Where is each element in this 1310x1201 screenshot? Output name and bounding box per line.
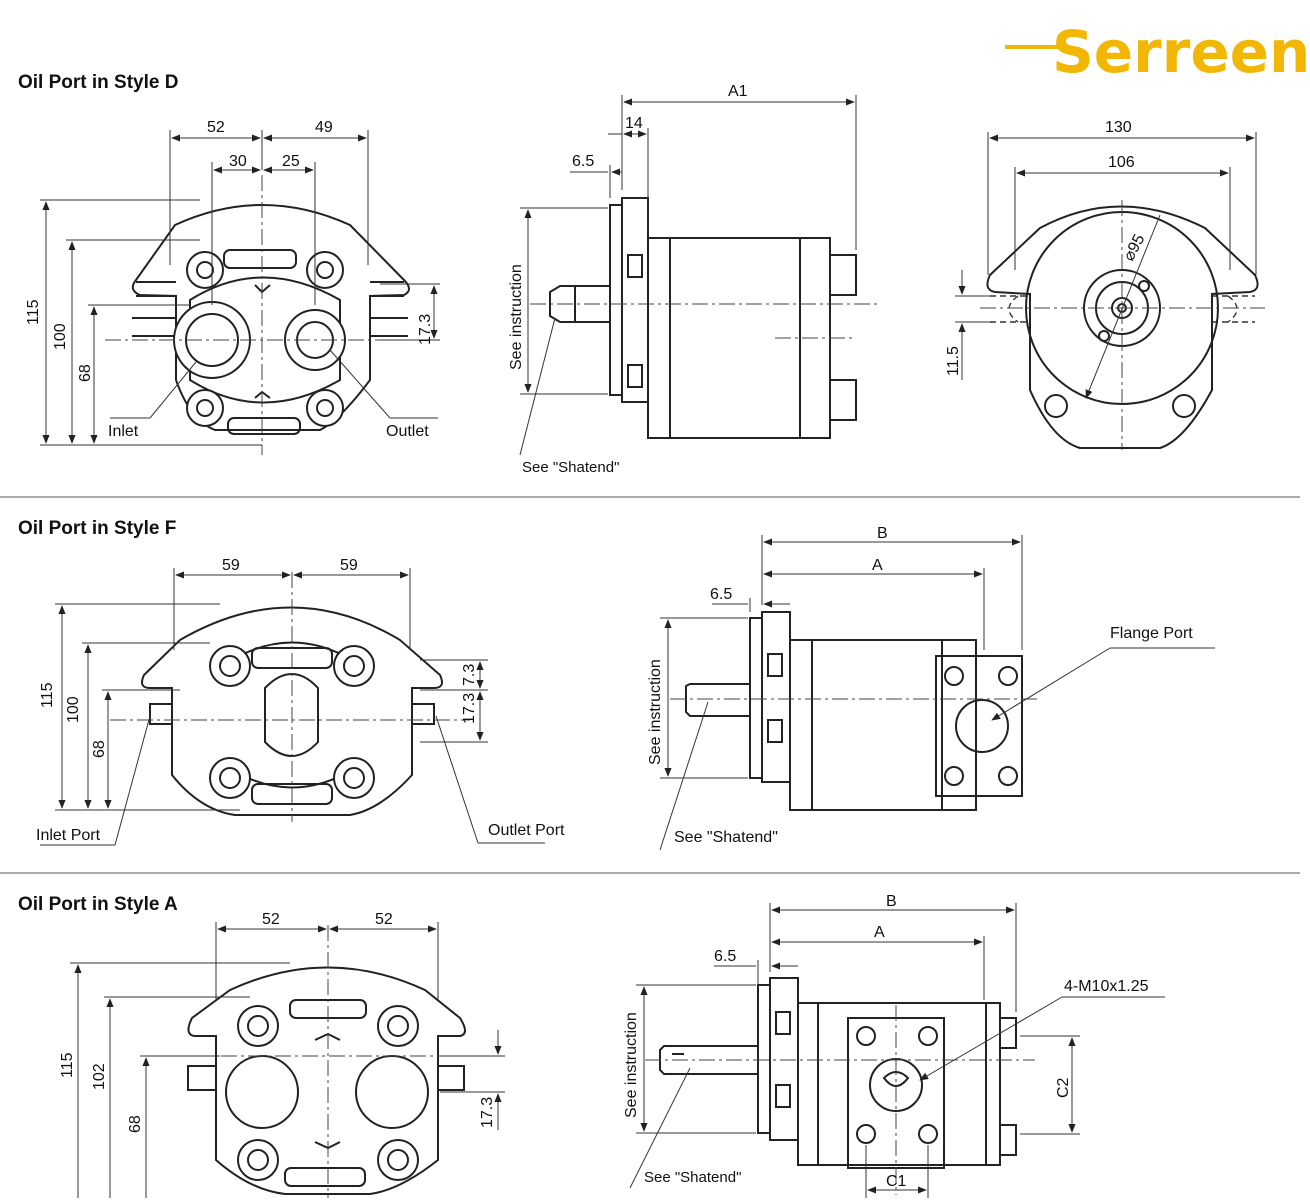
dim-label: 68 [91, 740, 108, 758]
dim-label: 52 [375, 911, 393, 928]
section-title-f: Oil Port in Style F [18, 518, 176, 539]
style-a-front-view: 52 52 115 102 68 17.3 [59, 911, 505, 1198]
see-instruction-label: See instruction [623, 1012, 640, 1118]
dim-label: 25 [282, 153, 300, 170]
dim-label: 59 [340, 557, 358, 574]
style-f-side-view: B A 6.5 See instruction See "Shatend" Fl… [647, 525, 1215, 851]
dim-label: 11.5 [945, 346, 962, 376]
dim-label: 59 [222, 557, 240, 574]
section-title-d: Oil Port in Style D [18, 72, 178, 93]
dim-label: 100 [52, 323, 69, 350]
dim-label: A1 [728, 83, 748, 100]
dim-label: C2 [1055, 1077, 1072, 1098]
flange-port-label: Flange Port [1110, 625, 1193, 642]
dim-label: 30 [229, 153, 247, 170]
dim-label: 115 [59, 1052, 76, 1078]
style-a-side-view: B A 6.5 See instruction See "Shatend" 4-… [623, 893, 1165, 1198]
dim-label: 17.3 [461, 693, 478, 724]
style-f-front-view: 59 59 115 100 68 17.3 7.3 Inlet Port Out… [36, 557, 565, 846]
dim-label: 17.3 [479, 1097, 496, 1128]
thread-spec-label: 4-M10x1.25 [1064, 978, 1149, 995]
dim-label: 52 [207, 119, 225, 136]
dim-label: B [886, 893, 897, 910]
dim-label: 106 [1108, 154, 1135, 171]
section-title-a: Oil Port in Style A [18, 894, 178, 915]
dim-label: 6.5 [714, 948, 736, 965]
dim-label: A [872, 557, 883, 574]
dim-label: 49 [315, 119, 333, 136]
outlet-label: Outlet [386, 423, 429, 440]
dim-label: 68 [127, 1115, 144, 1133]
style-d-end-view: 130 106 ⌀95 11.5 [945, 119, 1265, 450]
dim-label: 52 [262, 911, 280, 928]
style-d-side-view: A1 14 6.5 See instruction See "Shatend" [508, 83, 880, 476]
style-d-front-view: 52 49 30 25 115 100 68 17.3 Inlet Outlet [25, 119, 440, 455]
dim-label: 6.5 [710, 586, 732, 603]
dim-label: 17.3 [417, 314, 434, 345]
see-instruction-label: See instruction [508, 264, 525, 370]
dim-label: 115 [25, 299, 42, 325]
dim-label: 6.5 [572, 153, 594, 170]
dim-label: 68 [77, 364, 94, 382]
see-shatend-label: See "Shatend" [674, 829, 778, 846]
inlet-port-label: Inlet Port [36, 827, 101, 844]
dim-label: A [874, 924, 885, 941]
logo-text: Serreen [1052, 18, 1310, 86]
see-shatend-label: See "Shatend" [644, 1169, 741, 1186]
brand-logo: Serreen [1005, 18, 1310, 86]
dim-label: 115 [39, 682, 56, 708]
dim-label: C1 [886, 1173, 907, 1190]
dim-label: B [877, 525, 888, 542]
dim-label: 14 [625, 115, 643, 132]
outlet-port-label: Outlet Port [488, 822, 565, 839]
dim-label: 7.3 [461, 664, 478, 686]
dim-label: 130 [1105, 119, 1132, 136]
dim-label: 100 [65, 696, 82, 723]
dim-label: ⌀95 [1121, 232, 1149, 264]
see-shatend-label: See "Shatend" [522, 459, 619, 476]
dim-label: 102 [91, 1063, 108, 1090]
see-instruction-label: See instruction [647, 659, 664, 765]
inlet-label: Inlet [108, 423, 139, 440]
